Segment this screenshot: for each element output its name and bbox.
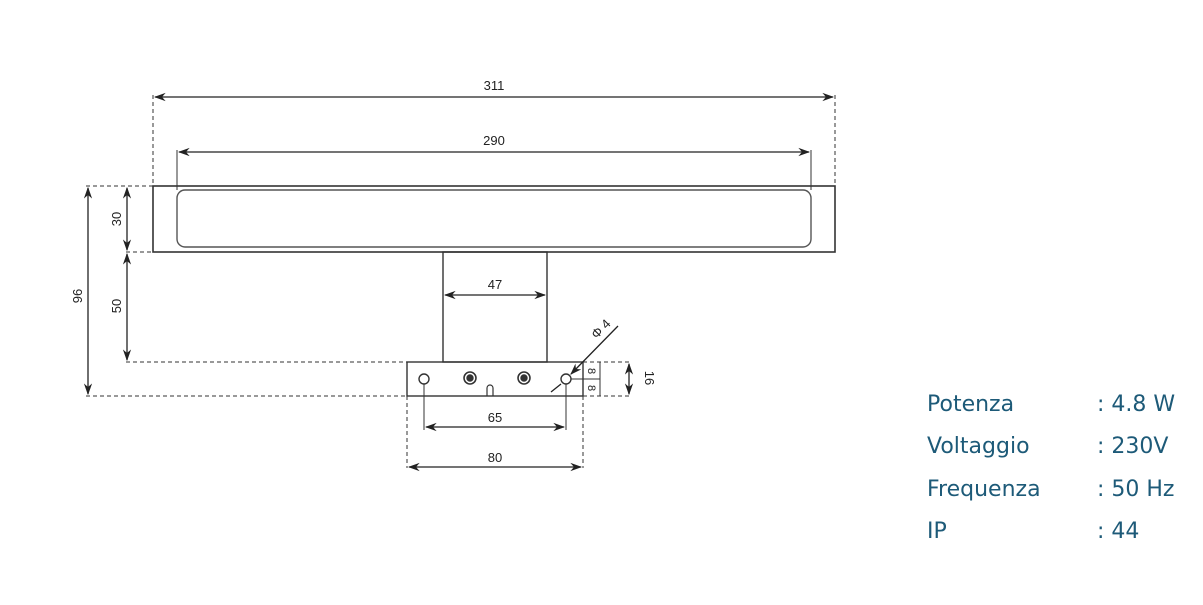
mount-hole-right-icon	[560, 373, 572, 385]
spec-value: : 230V	[1097, 434, 1169, 460]
dim-stem-width: 47	[488, 277, 502, 292]
technical-drawing: 311 290 47 65 80 96 30 50 16 8 8 Φ 4	[70, 78, 836, 472]
dim-hole-spacing: 65	[488, 410, 502, 425]
dim-bar-height: 30	[109, 212, 124, 226]
specs-table: Potenza : 4.8 W Voltaggio : 230V Frequen…	[927, 383, 1175, 553]
spec-row-ip: IP : 44	[927, 511, 1175, 554]
spec-row-power: Potenza : 4.8 W	[927, 383, 1175, 426]
dim-hole-offset-bottom: 8	[585, 385, 597, 391]
dim-hole-diameter: Φ 4	[588, 316, 614, 342]
spec-label: Frequenza	[927, 476, 1041, 502]
dim-stem-height: 50	[109, 299, 124, 313]
dim-overall-width: 311	[484, 78, 505, 93]
spec-label: IP	[927, 519, 947, 545]
mount-hole-left-icon	[418, 373, 430, 385]
extension-lines	[86, 95, 836, 468]
spec-label: Voltaggio	[927, 434, 1030, 460]
screw-right-icon	[517, 371, 531, 385]
spec-value: : 4.8 W	[1097, 391, 1176, 417]
screw-left-icon	[463, 371, 477, 385]
dim-hole-offset-top: 8	[585, 368, 597, 374]
dim-diffuser-width: 290	[483, 133, 505, 148]
mounting-plate	[406, 361, 584, 397]
dim-plate-height: 16	[642, 371, 657, 385]
spec-row-voltage: Voltaggio : 230V	[927, 426, 1175, 469]
spec-label: Potenza	[927, 391, 1015, 417]
spec-value: : 50 Hz	[1097, 476, 1175, 502]
dim-plate-width: 80	[488, 450, 502, 465]
lamp-bar	[152, 185, 836, 253]
spec-value: : 44	[1097, 519, 1140, 545]
lamp-stem	[442, 251, 548, 363]
spec-row-frequency: Frequenza : 50 Hz	[927, 468, 1175, 511]
dim-total-height: 96	[70, 289, 85, 303]
